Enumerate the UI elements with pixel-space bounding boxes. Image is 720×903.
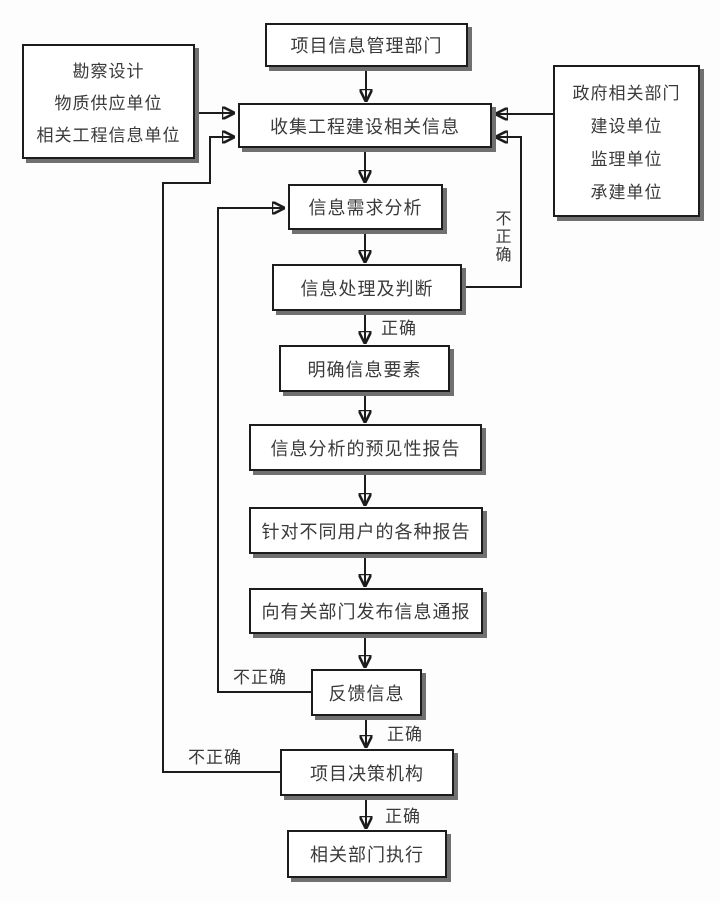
edge-processing-incorrect-loop bbox=[462, 137, 522, 288]
right-source-line-2: 建设单位 bbox=[590, 117, 663, 136]
node-feedback-info: 反馈信息 bbox=[311, 669, 422, 716]
node-departments-execute: 相关部门执行 bbox=[287, 830, 447, 878]
node-info-processing-judgment: 信息处理及判断 bbox=[272, 264, 462, 311]
edge-feedback-incorrect-loop bbox=[217, 208, 311, 693]
edge-label-decision-incorrect: 不正确 bbox=[188, 748, 242, 767]
right-source-line-3: 监理单位 bbox=[590, 150, 663, 169]
node-collect-construction-info: 收集工程建设相关信息 bbox=[238, 103, 492, 148]
node-project-info-management-dept: 项目信息管理部门 bbox=[265, 23, 468, 67]
edge-decision-incorrect-loop bbox=[162, 137, 280, 773]
node-publish-info-bulletin: 向有关部门发布信息通报 bbox=[249, 588, 483, 634]
right-source-line-4: 承建单位 bbox=[590, 183, 663, 202]
node-info-demand-analysis: 信息需求分析 bbox=[288, 184, 443, 230]
right-source-line-1: 政府相关部门 bbox=[572, 84, 681, 103]
edge-label-decision-correct: 正确 bbox=[385, 807, 421, 826]
node-left-info-sources: 勘察设计 物质供应单位 相关工程信息单位 bbox=[22, 44, 195, 159]
left-source-line-3: 相关工程信息单位 bbox=[36, 125, 181, 145]
node-clarify-info-elements: 明确信息要素 bbox=[279, 345, 450, 392]
node-project-decision-body: 项目决策机构 bbox=[280, 749, 454, 796]
left-source-line-1: 勘察设计 bbox=[72, 62, 145, 82]
left-source-line-2: 物质供应单位 bbox=[54, 93, 163, 113]
edge-label-processing-incorrect: 不正确 bbox=[495, 211, 513, 264]
node-predictive-analysis-report: 信息分析的预见性报告 bbox=[249, 424, 482, 471]
node-right-info-sources: 政府相关部门 建设单位 监理单位 承建单位 bbox=[553, 65, 700, 217]
edge-label-feedback-incorrect: 不正确 bbox=[233, 668, 287, 687]
edge-label-processing-correct: 正确 bbox=[381, 319, 417, 338]
edge-label-feedback-correct: 正确 bbox=[387, 725, 423, 744]
node-reports-for-users: 针对不同用户的各种报告 bbox=[249, 507, 483, 554]
